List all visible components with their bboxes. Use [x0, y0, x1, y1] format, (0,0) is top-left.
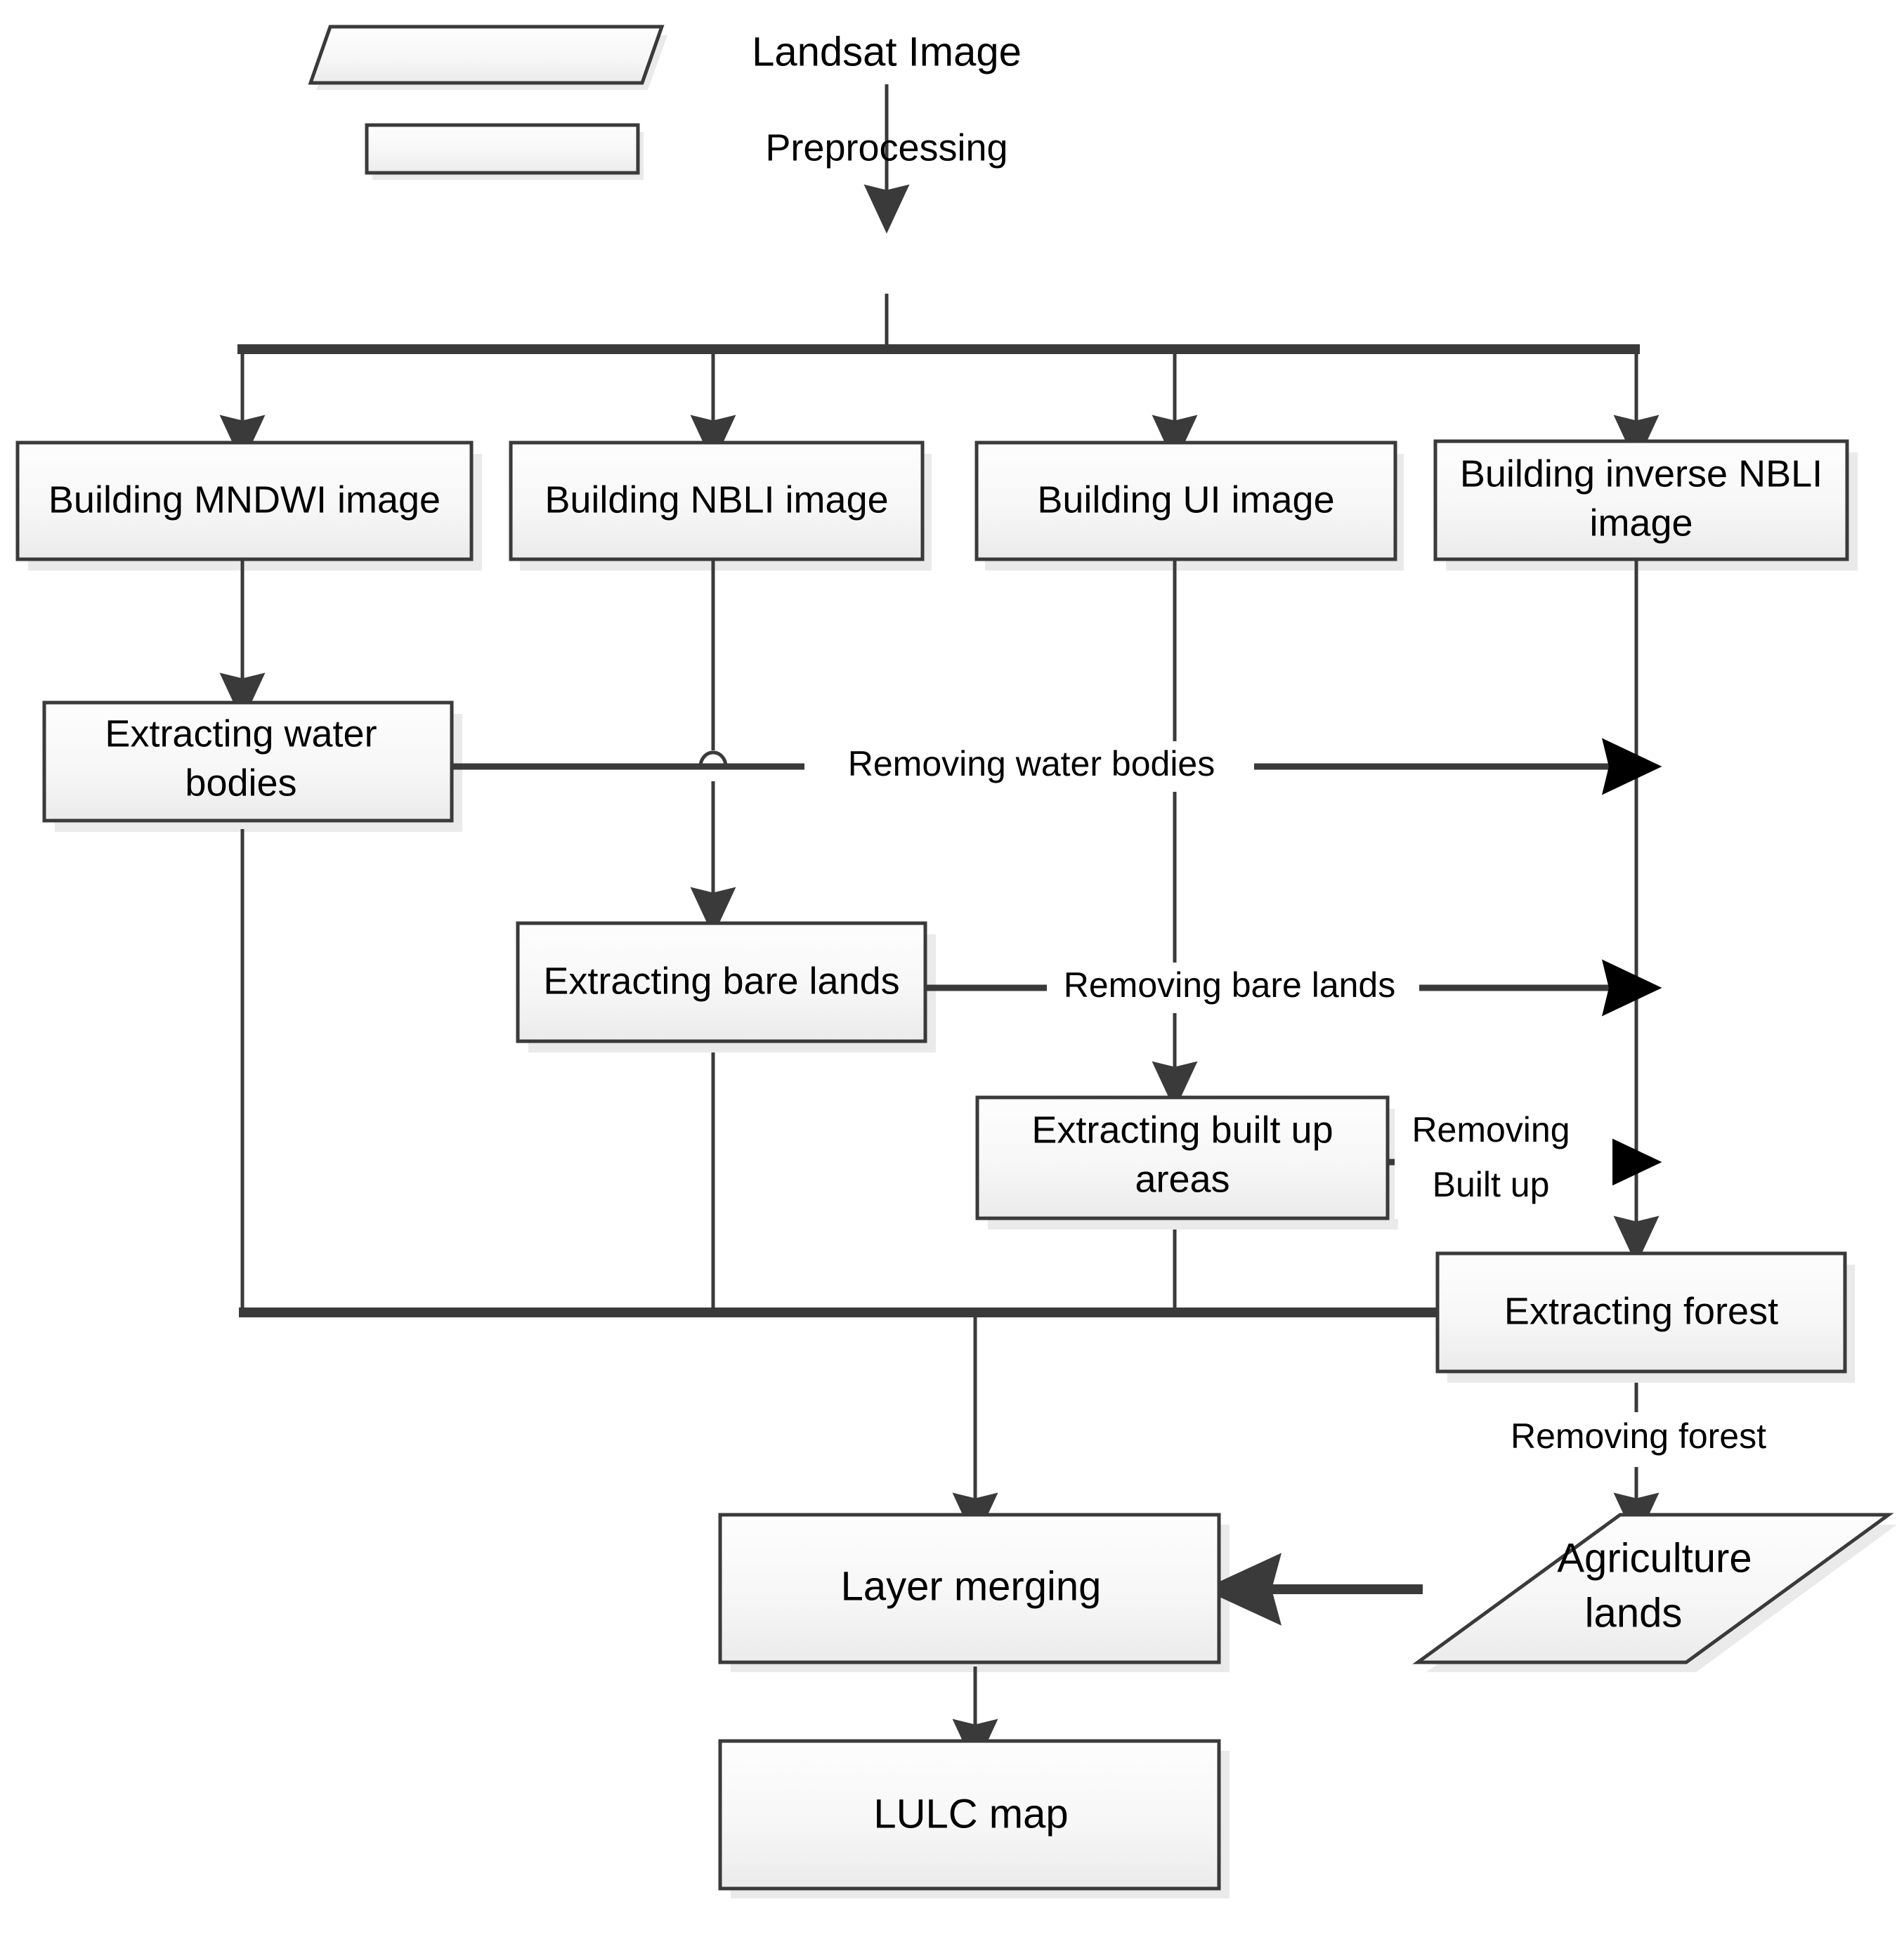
node-building-ui-shape [974, 441, 1397, 561]
edge-labels: Removing water bodies Removing bare land… [848, 744, 1766, 1456]
node-agriculture-lands-label-line1: Agriculture [1557, 1535, 1752, 1581]
node-lulc-map-shape [718, 1739, 1221, 1891]
node-extracting-forest-label: Extracting forest [1504, 1290, 1778, 1332]
edge-label-removing-builtup-line1: Removing [1411, 1110, 1570, 1149]
node-building-ui-label: Building UI image [1037, 478, 1334, 521]
node-building-inverse-nbli-shape [1433, 439, 1849, 561]
node-landsat-image-shape [308, 25, 665, 85]
node-extracting-bare-lands-label: Extracting bare lands [543, 960, 899, 1002]
node-labels: Landsat Image Preprocessing Building MND… [48, 29, 1823, 1837]
node-agriculture-lands-shape [1412, 1513, 1894, 1664]
node-preprocessing-label: Preprocessing [765, 126, 1008, 169]
node-lulc-map-label: LULC map [873, 1791, 1068, 1837]
node-building-nbli-shape [509, 441, 925, 561]
node-extracting-builtup-shape [975, 1095, 1390, 1220]
node-building-mndwi-shape [15, 441, 474, 561]
node-extracting-forest-shape [1435, 1251, 1847, 1374]
node-building-mndwi-label: Building MNDWI image [48, 478, 441, 521]
node-building-nbli-label: Building NBLI image [545, 478, 888, 521]
node-shapes [15, 25, 1894, 1891]
connectors [219, 84, 1662, 1768]
node-extracting-water-label-line1: Extracting water [105, 712, 377, 755]
node-agriculture-lands-label-line2: lands [1585, 1590, 1683, 1636]
node-layer-merging-shape [718, 1513, 1221, 1664]
node-extracting-water-label-line2: bodies [185, 762, 296, 804]
node-layer-merging-label: Layer merging [841, 1563, 1102, 1609]
node-preprocessing-shape [365, 123, 640, 175]
node-extracting-bare-lands-shape [516, 921, 927, 1043]
label-backgrounds [804, 741, 1813, 1467]
node-extracting-water-shape [42, 700, 454, 823]
edge-label-removing-bare-lands: Removing bare lands [1064, 965, 1396, 1005]
node-building-inverse-nbli-label-line1: Building inverse NBLI [1460, 452, 1823, 495]
edge-label-removing-builtup-line2: Built up [1433, 1165, 1550, 1204]
edge-label-removing-water-bodies: Removing water bodies [848, 744, 1215, 783]
node-landsat-image-label: Landsat Image [752, 29, 1022, 74]
node-extracting-builtup-label-line2: areas [1135, 1158, 1230, 1200]
node-extracting-builtup-label-line1: Extracting built up [1031, 1109, 1333, 1151]
line-hop-nbli-water [698, 750, 728, 767]
edge-label-removing-forest: Removing forest [1511, 1416, 1766, 1456]
node-building-inverse-nbli-label-line2: image [1589, 502, 1693, 544]
